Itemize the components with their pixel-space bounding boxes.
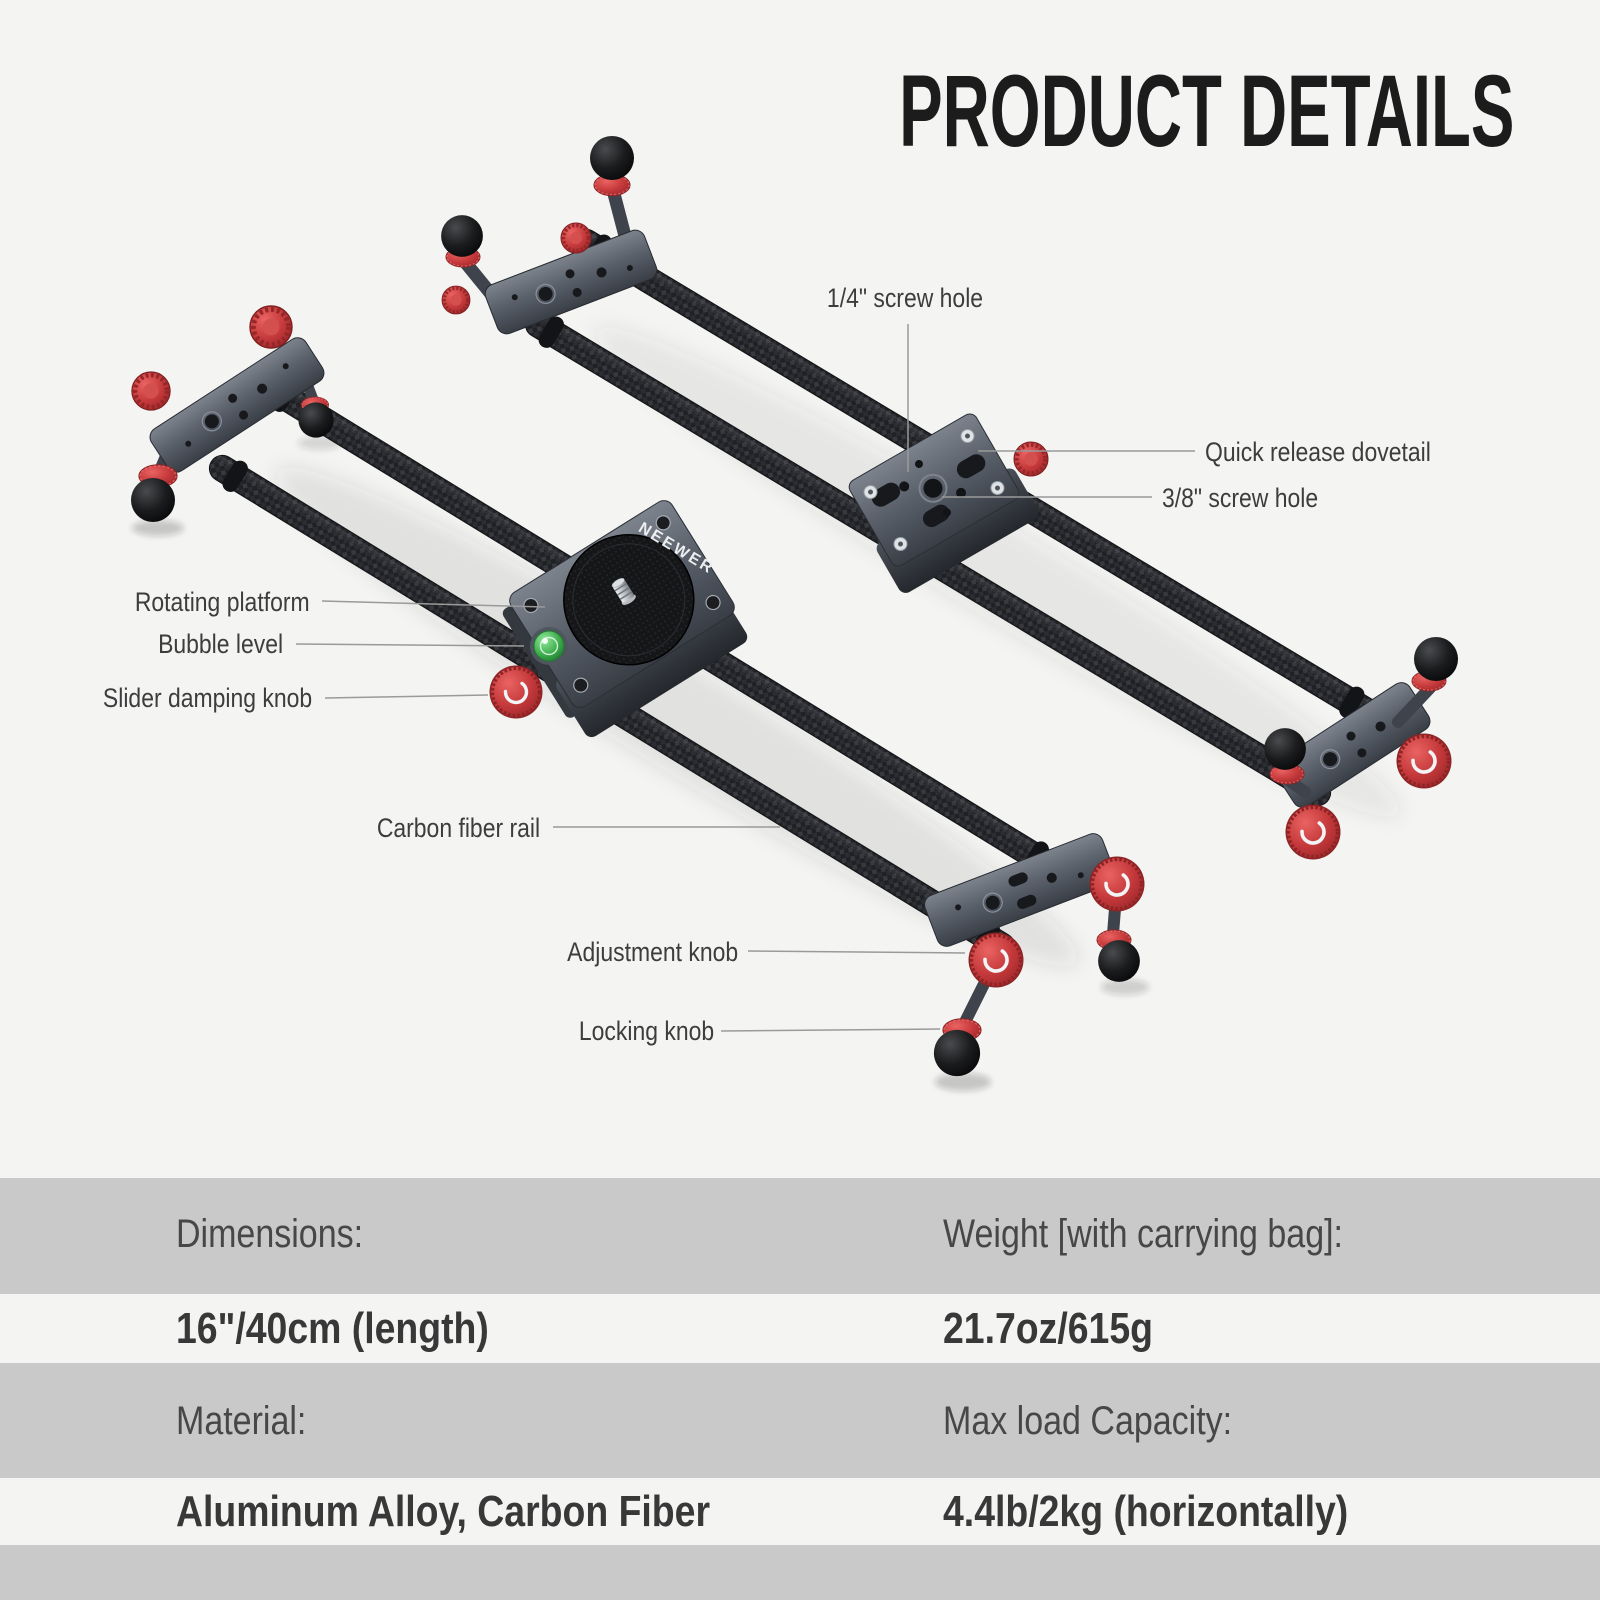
front-end-block-bottom — [924, 833, 1147, 1077]
rear-end-block-top — [440, 136, 658, 335]
front-slider: NEEWER — [131, 306, 1147, 1077]
front-end-block-top — [131, 306, 334, 522]
spec-value-max-load: 4.4lb/2kg (horizontally) — [943, 1487, 1349, 1536]
rotating-platform-carriage: NEEWER — [489, 500, 748, 738]
quick-release-dovetail-plate — [848, 413, 1050, 593]
callout-line-bubble-level — [295, 643, 525, 647]
spec-value-band-1 — [0, 1294, 1600, 1363]
rear-end-block-bottom — [1264, 637, 1458, 862]
floor-shadows — [275, 326, 1402, 967]
spec-label-weight: Weight [with carrying bag]: — [943, 1212, 1344, 1256]
callout-label-quarter-screw-hole: 1/4" screw hole — [826, 283, 984, 313]
spec-label-max-load: Max load Capacity: — [943, 1399, 1233, 1443]
spec-value-dimensions: 16"/40cm (length) — [176, 1304, 489, 1353]
rear-slider — [440, 136, 1458, 862]
callout-label-slider-damping-knob: Slider damping knob — [102, 683, 312, 713]
callout-label-adjustment-knob: Adjustment knob — [567, 937, 738, 967]
callout-label-quick-release-dovetail: Quick release dovetail — [1205, 437, 1431, 467]
spec-value-weight: 21.7oz/615g — [943, 1304, 1153, 1353]
spec-label-material: Material: — [176, 1399, 307, 1443]
spec-label-dimensions: Dimensions: — [176, 1212, 364, 1256]
callout-label-three-eighths-screw-hole: 3/8" screw hole — [1162, 483, 1319, 513]
spec-value-band-2 — [0, 1478, 1600, 1545]
mounting-screw — [611, 578, 636, 605]
callout-line-adjustment-knob — [747, 950, 966, 954]
callout-line-slider-damping-knob — [324, 694, 489, 699]
bubble-level-part — [530, 627, 568, 665]
spec-value-material: Aluminum Alloy, Carbon Fiber — [176, 1487, 711, 1536]
callout-label-bubble-level: Bubble level — [157, 629, 283, 659]
callout-lines — [295, 324, 1195, 1032]
slider-damping-knob-part — [489, 665, 543, 719]
callout-line-rotating-platform — [321, 600, 546, 608]
spec-section: Dimensions: Weight [with carrying bag]: … — [0, 1178, 1600, 1600]
foot-shadows — [132, 436, 1149, 1091]
callout-label-locking-knob: Locking knob — [578, 1016, 714, 1046]
page-title: PRODUCT DETAILS — [898, 54, 1514, 168]
callout-line-locking-knob — [720, 1028, 941, 1032]
callout-label-carbon-fiber-rail: Carbon fiber rail — [376, 813, 540, 843]
callout-label-rotating-platform: Rotating platform — [135, 587, 310, 617]
